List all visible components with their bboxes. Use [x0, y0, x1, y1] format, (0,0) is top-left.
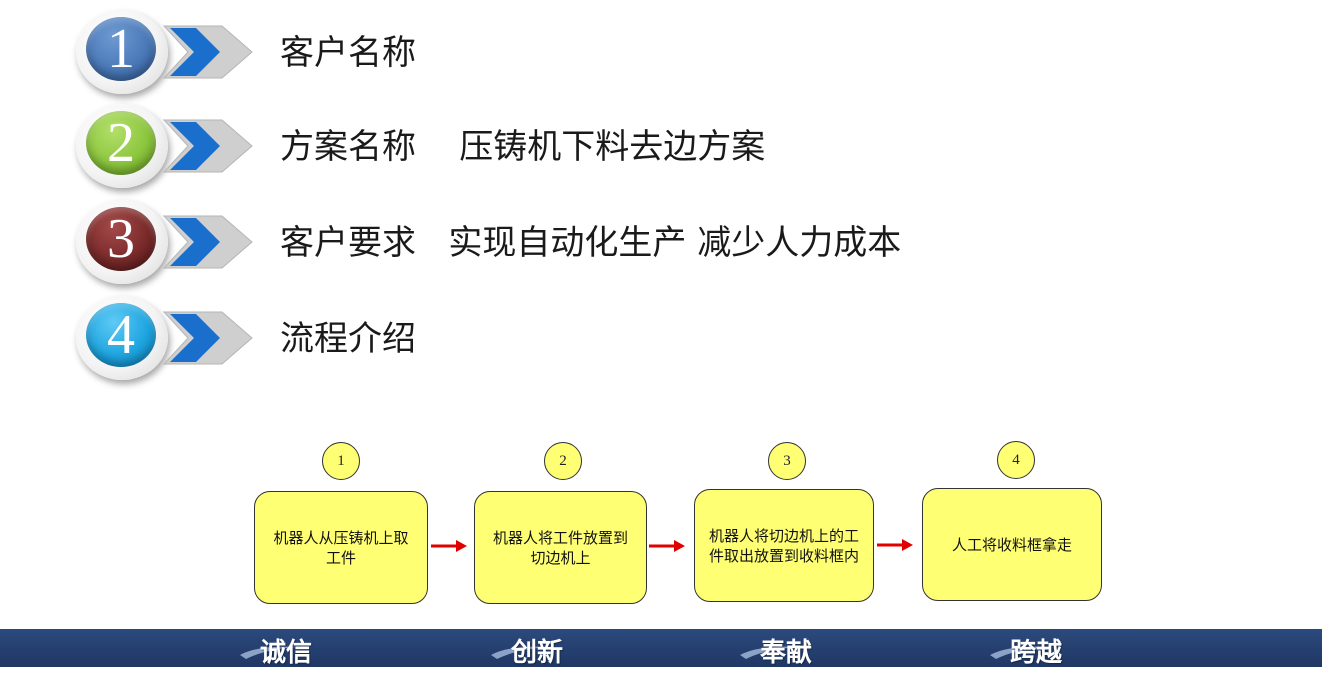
step-row-1: 1 客户名称: [74, 8, 974, 98]
step-text-3: 客户要求 实现自动化生产 减少人力成本: [280, 223, 902, 263]
chevron-right-icon: [162, 215, 253, 269]
footer-word-2: 创新: [511, 638, 564, 668]
step-text-4: 流程介绍: [280, 319, 416, 359]
flow-step-box-4: 人工将收料框拿走: [922, 488, 1102, 601]
flow-step-box-3: 机器人将切边机上的工件取出放置到收料框内: [694, 489, 874, 602]
step-row-4: 4 流程介绍: [74, 294, 974, 384]
footer-word-3: 奉献: [760, 638, 813, 668]
chevron-right-icon: [162, 25, 253, 79]
step-row-2: 2 方案名称 压铸机下料去边方案: [74, 102, 974, 192]
swoosh-icon: [740, 646, 798, 659]
step-text-2: 方案名称 压铸机下料去边方案: [280, 127, 766, 167]
flow-arrow-1: [431, 540, 467, 552]
step-badge-2: 2: [74, 102, 264, 192]
step-text-1: 客户名称: [280, 33, 416, 73]
flow-step-box-1: 机器人从压铸机上取工件: [254, 491, 428, 604]
chevron-right-icon: [162, 119, 253, 173]
swoosh-icon: [990, 646, 1048, 659]
chevron-right-icon: [162, 311, 253, 365]
step-number-3: 3: [86, 207, 156, 271]
step-badge-3: 3: [74, 198, 264, 288]
flow-arrow-2: [649, 540, 685, 552]
flow-step-number-4: 4: [997, 441, 1035, 479]
footer-word-1: 诚信: [260, 638, 313, 668]
step-number-4: 4: [86, 303, 156, 367]
flow-step-box-2: 机器人将工件放置到切边机上: [474, 491, 647, 604]
step-number-1: 1: [86, 17, 156, 81]
flow-step-number-3: 3: [768, 442, 806, 480]
step-badge-1: 1: [74, 8, 264, 98]
step-number-2: 2: [86, 111, 156, 175]
flow-step-text-3: 机器人将切边机上的工件取出放置到收料框内: [708, 526, 859, 565]
flow-arrow-3: [877, 539, 913, 551]
swoosh-icon: [240, 646, 298, 659]
flow-step-text-2: 机器人将工件放置到切边机上: [492, 528, 628, 567]
swoosh-icon: [491, 646, 549, 659]
step-badge-4: 4: [74, 294, 264, 384]
flow-step-number-2: 2: [544, 442, 582, 480]
step-row-3: 3 客户要求 实现自动化生产 减少人力成本: [74, 198, 974, 288]
flow-step-number-1: 1: [322, 442, 360, 480]
flow-step-text-4: 人工将收料框拿走: [951, 535, 1072, 554]
footer-banner: 诚信 创新 奉献 跨越: [0, 629, 1322, 668]
footer-word-4: 跨越: [1010, 638, 1063, 668]
flow-step-text-1: 机器人从压铸机上取工件: [273, 528, 409, 567]
